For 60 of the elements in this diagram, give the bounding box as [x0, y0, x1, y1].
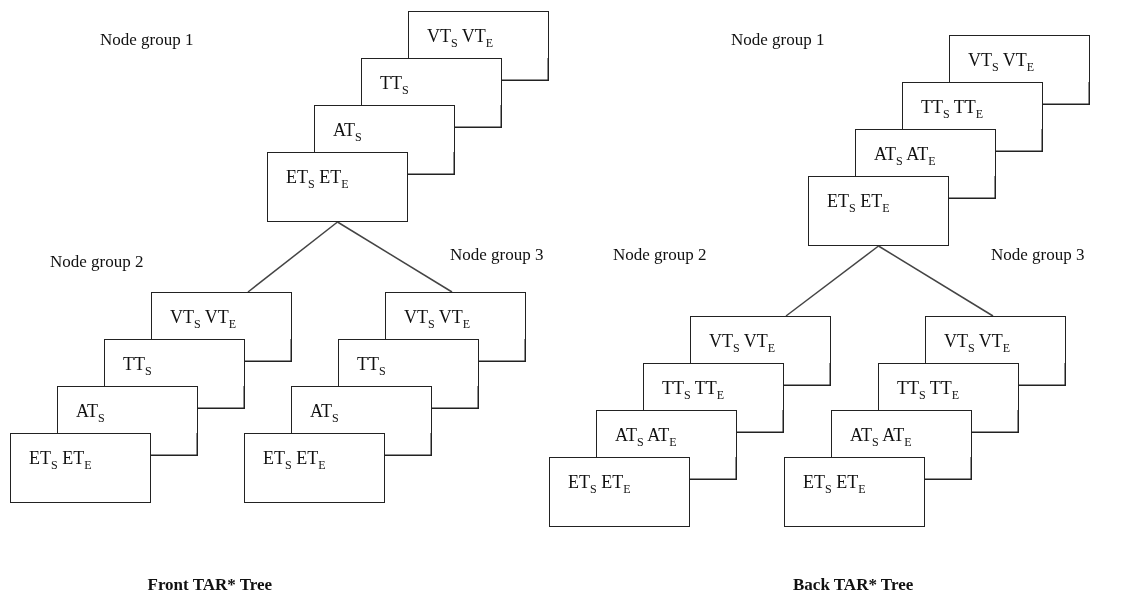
group-label: Node group 1: [731, 30, 825, 50]
node-box: [338, 339, 479, 386]
node-box: [596, 410, 737, 457]
group-label: Node group 2: [50, 252, 144, 272]
node-box: [57, 386, 198, 433]
node-box: [949, 35, 1090, 82]
connector-line: [247, 221, 339, 293]
tree-caption: Back TAR* Tree: [793, 575, 914, 595]
node-box: [104, 339, 245, 386]
node-box: [314, 105, 455, 152]
group-label: Node group 3: [450, 245, 544, 265]
node-box: [244, 433, 385, 503]
connector-line: [336, 221, 453, 293]
node-text: ET$_{S}$ ET$_{E}$: [263, 448, 326, 473]
node-box: [151, 292, 292, 339]
tree-caption: Front TAR* Tree: [147, 575, 273, 595]
node-box: [925, 316, 1066, 363]
node-box: [902, 82, 1043, 129]
group-label: Node group 1: [100, 30, 194, 50]
node-box: [643, 363, 784, 410]
node-text: AT$_{S}$ AT$_{E}$: [850, 425, 912, 450]
node-text: AT$_{S}$: [76, 401, 105, 426]
node-text: VT$_{S}$ VT$_{E}$: [709, 331, 776, 356]
node-text: ET$_{S}$ ET$_{E}$: [803, 472, 866, 497]
node-text: TT$_{S}$ TT$_{E}$: [662, 378, 725, 403]
group-label: Node group 2: [613, 245, 707, 265]
node-box: [291, 386, 432, 433]
node-box: [361, 58, 502, 105]
node-text: ET$_{S}$ ET$_{E}$: [568, 472, 631, 497]
node-text: VT$_{S}$ VT$_{E}$: [968, 50, 1035, 75]
node-text: AT$_{S}$ AT$_{E}$: [874, 144, 936, 169]
node-text: TT$_{S}$: [123, 354, 152, 379]
node-text: TT$_{S}$ TT$_{E}$: [921, 97, 984, 122]
node-text: VT$_{S}$ VT$_{E}$: [404, 307, 471, 332]
node-box: [385, 292, 526, 339]
node-box: [690, 316, 831, 363]
node-box: [878, 363, 1019, 410]
node-text: VT$_{S}$ VT$_{E}$: [944, 331, 1011, 356]
connector-line: [877, 245, 994, 317]
node-text: ET$_{S}$ ET$_{E}$: [827, 191, 890, 216]
node-box: [408, 11, 549, 58]
node-text: TT$_{S}$: [357, 354, 386, 379]
node-box: [831, 410, 972, 457]
node-box: [855, 129, 996, 176]
node-box: [808, 176, 949, 246]
node-text: ET$_{S}$ ET$_{E}$: [29, 448, 92, 473]
node-box: [10, 433, 151, 503]
node-box: [267, 152, 408, 222]
node-text: AT$_{S}$: [333, 120, 362, 145]
node-text: TT$_{S}$: [380, 73, 409, 98]
node-text: TT$_{S}$ TT$_{E}$: [897, 378, 960, 403]
node-box: [549, 457, 690, 527]
node-text: ET$_{S}$ ET$_{E}$: [286, 167, 349, 192]
node-text: AT$_{S}$: [310, 401, 339, 426]
connector-line: [785, 245, 880, 317]
node-text: VT$_{S}$ VT$_{E}$: [427, 26, 494, 51]
node-text: AT$_{S}$ AT$_{E}$: [615, 425, 677, 450]
group-label: Node group 3: [991, 245, 1085, 265]
node-text: VT$_{S}$ VT$_{E}$: [170, 307, 237, 332]
node-box: [784, 457, 925, 527]
